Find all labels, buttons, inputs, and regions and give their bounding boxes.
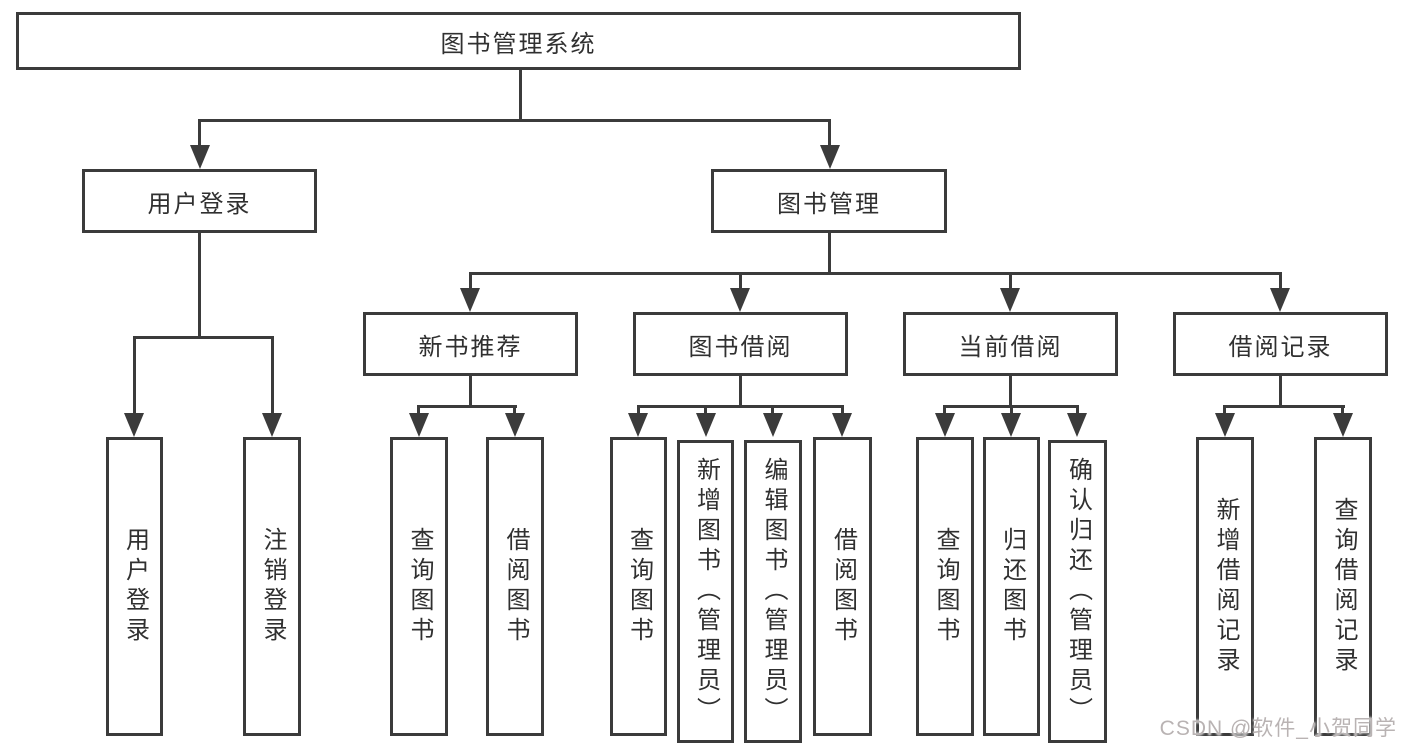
- arrow-down-icon: [1000, 288, 1020, 312]
- connector-line: [1279, 272, 1282, 290]
- connector-line: [417, 405, 517, 408]
- connector-line: [1223, 405, 1345, 408]
- arrow-down-icon: [1067, 413, 1087, 437]
- connector-line: [519, 70, 522, 119]
- leaf-add-borrow-record: 新增借阅记录: [1196, 437, 1254, 736]
- connector-line: [271, 336, 274, 415]
- connector-line: [739, 376, 742, 405]
- leaf-current-query-books: 查询图书: [916, 437, 974, 736]
- connector-line: [1009, 272, 1012, 290]
- node-root: 图书管理系统: [16, 12, 1021, 70]
- arrow-down-icon: [696, 413, 716, 437]
- connector-line: [133, 336, 274, 339]
- leaf-query-borrow-record: 查询借阅记录: [1314, 437, 1372, 736]
- arrow-down-icon: [935, 413, 955, 437]
- watermark: CSDN @软件_小贺同学: [1159, 717, 1397, 740]
- arrow-down-icon: [820, 145, 840, 169]
- arrow-down-icon: [262, 413, 282, 437]
- node-borrow-records: 借阅记录: [1173, 312, 1388, 376]
- node-book-management: 图书管理: [711, 169, 947, 233]
- connector-line: [198, 119, 831, 122]
- connector-line: [828, 119, 831, 147]
- connector-line: [943, 405, 946, 415]
- arrow-down-icon: [460, 288, 480, 312]
- connector-line: [469, 376, 472, 405]
- leaf-confirm-return-admin: 确认归还（管理员）: [1048, 440, 1107, 743]
- leaf-recommend-query-books: 查询图书: [390, 437, 448, 736]
- connector-line: [828, 233, 831, 272]
- arrow-down-icon: [763, 413, 783, 437]
- connector-line: [841, 405, 844, 415]
- leaf-user-login: 用户登录: [106, 437, 163, 736]
- leaf-return-books: 归还图书: [983, 437, 1040, 736]
- connector-line: [637, 405, 844, 408]
- connector-line: [417, 405, 420, 415]
- leaf-edit-books-admin: 编辑图书（管理员）: [744, 440, 802, 743]
- connector-line: [513, 405, 516, 415]
- connector-line: [198, 233, 201, 336]
- arrow-down-icon: [1333, 413, 1353, 437]
- connector-line: [771, 405, 774, 415]
- arrow-down-icon: [832, 413, 852, 437]
- connector-line: [704, 405, 707, 415]
- arrow-down-icon: [730, 288, 750, 312]
- leaf-borrow-books: 借阅图书: [813, 437, 872, 736]
- node-user-login: 用户登录: [82, 169, 317, 233]
- node-new-book-recommend: 新书推荐: [363, 312, 578, 376]
- connector-line: [469, 272, 1282, 275]
- connector-line: [1009, 376, 1012, 405]
- arrow-down-icon: [1270, 288, 1290, 312]
- arrow-down-icon: [505, 413, 525, 437]
- arrow-down-icon: [124, 413, 144, 437]
- leaf-recommend-borrow-books: 借阅图书: [486, 437, 544, 736]
- connector-line: [133, 336, 136, 415]
- connector-line: [1010, 405, 1013, 415]
- node-book-borrow: 图书借阅: [633, 312, 848, 376]
- arrow-down-icon: [409, 413, 429, 437]
- connector-line: [739, 272, 742, 290]
- connector-line: [1076, 405, 1079, 415]
- node-current-borrow: 当前借阅: [903, 312, 1118, 376]
- leaf-borrow-query-books: 查询图书: [610, 437, 667, 736]
- leaf-add-books-admin: 新增图书（管理员）: [677, 440, 734, 743]
- leaf-logout: 注销登录: [243, 437, 301, 736]
- connector-line: [198, 119, 201, 147]
- connector-line: [469, 272, 472, 290]
- connector-line: [637, 405, 640, 415]
- arrow-down-icon: [1001, 413, 1021, 437]
- arrow-down-icon: [628, 413, 648, 437]
- arrow-down-icon: [1215, 413, 1235, 437]
- arrow-down-icon: [190, 145, 210, 169]
- connector-line: [1341, 405, 1344, 415]
- connector-line: [1223, 405, 1226, 415]
- connector-line: [1279, 376, 1282, 405]
